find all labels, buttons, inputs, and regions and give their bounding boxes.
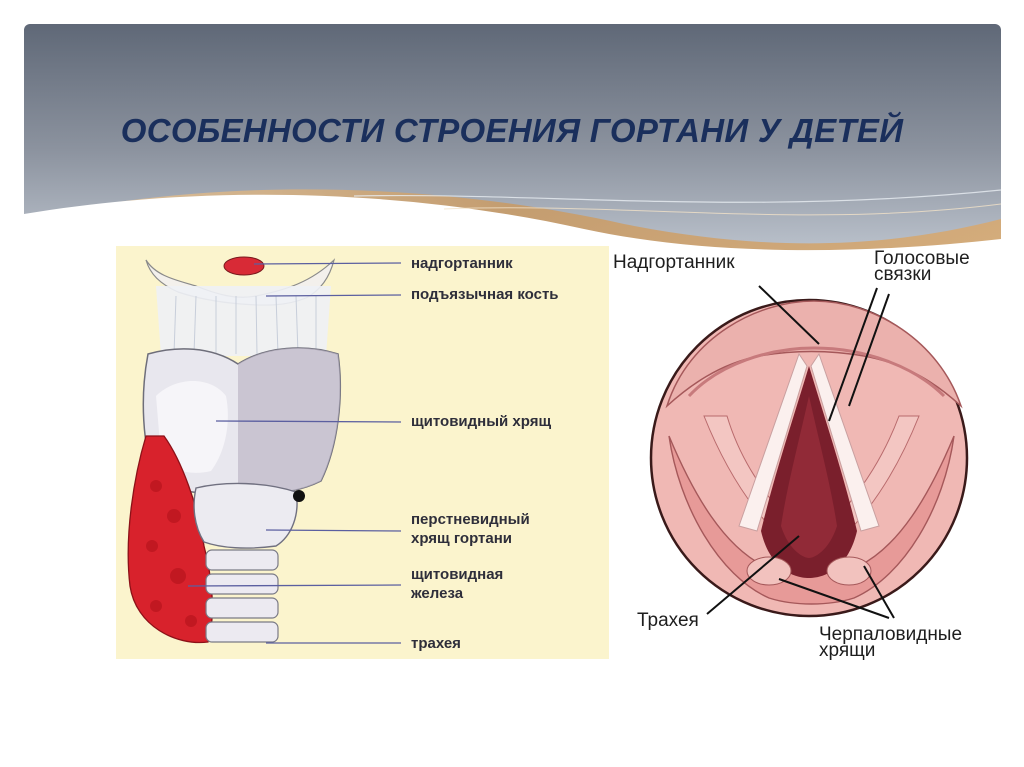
label-hyoid-bone: подъязычная кость	[411, 286, 559, 303]
label-thyroid-gland-line1: щитовидная	[411, 566, 504, 583]
label-vocal-cords-line2: связки	[874, 264, 932, 285]
header-band	[24, 24, 1001, 254]
label-arytenoid-line1: Черпаловидные	[819, 624, 963, 645]
larynx-external-figure: надгортанник подъязычная кость щитовидны…	[116, 246, 609, 659]
label-trachea: трахея	[411, 635, 461, 652]
label-thyroid-cartilage: щитовидный хрящ	[411, 413, 552, 430]
label-epiglottis: надгортанник	[411, 255, 513, 272]
label-thyroid-gland-line2: железа	[411, 585, 464, 602]
label-trachea-internal: Трахея	[637, 610, 699, 631]
label-cricoid-cartilage-line1: перстневидный	[411, 511, 530, 528]
larynx-internal-figure: Надгортанник Голосовые связки Трахея Чер…	[609, 246, 993, 666]
larynx-internal-illustration	[649, 285, 969, 619]
label-epiglottis-internal: Надгортанник	[613, 252, 735, 273]
slide-title: ОСОБЕННОСТИ СТРОЕНИЯ ГОРТАНИ У ДЕТЕЙ	[120, 112, 904, 149]
larynx-external-illustration	[116, 246, 609, 659]
label-cricoid-cartilage-line2: хрящ гортани	[411, 530, 513, 547]
header-background	[24, 24, 1001, 254]
label-vocal-cords-line1: Голосовые	[874, 248, 970, 269]
label-arytenoid-line2: хрящи	[819, 640, 876, 661]
